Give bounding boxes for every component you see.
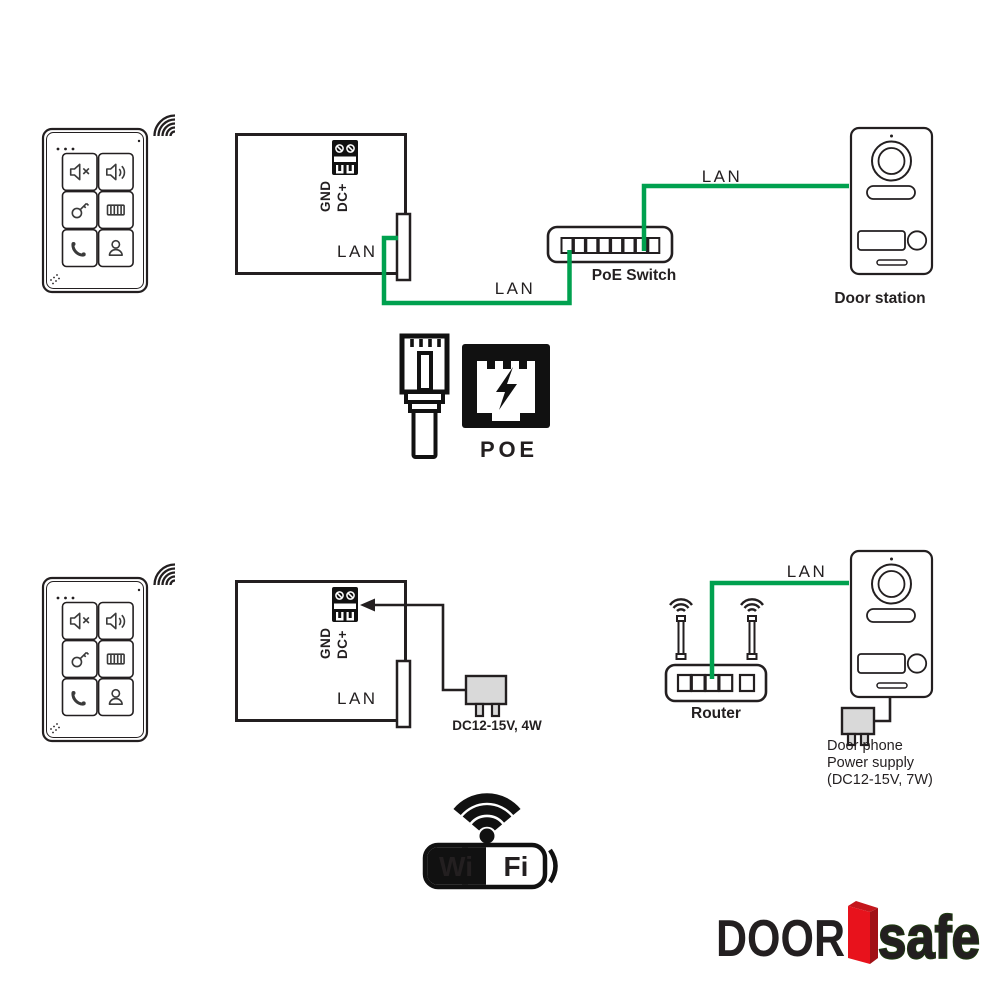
wifi-logo-fi: Fi [504,851,529,882]
psu-label-line3: (DC12-15V, 7W) [827,772,933,788]
wire-panel-to-switch [381,235,572,306]
poe-switch-label: PoE Switch [592,267,676,284]
door-psu-wire [874,697,892,723]
brand-safe-text: safe [878,904,980,971]
lightning-bolt [496,367,517,410]
door-station-label: Door station [834,290,925,307]
rear-panel-wifi [235,580,412,729]
router-label: Router [691,705,741,722]
lan-wire-label-3: LAN [787,562,828,581]
wifi-logo-dot [479,828,495,844]
lan-wire-label-1: LAN [495,279,536,298]
adapter-label: DC12-15V, 4W [452,718,542,733]
lan-wires-poe [381,183,849,306]
wifi-logo: Wi Fi [422,793,558,890]
dc-power-wire [374,603,466,692]
antenna-icon-right [740,598,764,660]
psu-label-line2: Power supply [827,755,915,771]
poe-icon-label: POE [480,437,534,462]
lan-wire-label-2: LAN [702,167,743,186]
router [664,598,768,703]
brand-logo: DOOR safe [716,901,981,972]
power-plug-icon-4w [464,674,508,718]
router-ports [676,673,756,693]
wifi-logo-arcs [453,793,521,831]
door-station-poe [849,126,934,276]
arrowhead [360,598,375,612]
brand-door-text: DOOR [716,910,845,968]
psu-label-line1: Door phone [827,738,903,754]
indoor-monitor-wifi [41,563,177,743]
antenna-icon-left [669,598,693,660]
wifi-logo-wi: Wi [439,851,473,882]
poe-switch [546,225,674,264]
door-station-wifi [849,549,934,699]
power-plug-icon-7w [840,706,876,747]
wire-switch-to-door [641,183,849,251]
wire-router-to-door [709,580,849,679]
poe-lightning-port-icon [462,344,550,428]
wifi-logo-paren [548,848,558,884]
rj45-plug-icon [399,333,450,459]
indoor-monitor-poe [41,114,177,294]
red-door-icon [848,901,878,964]
